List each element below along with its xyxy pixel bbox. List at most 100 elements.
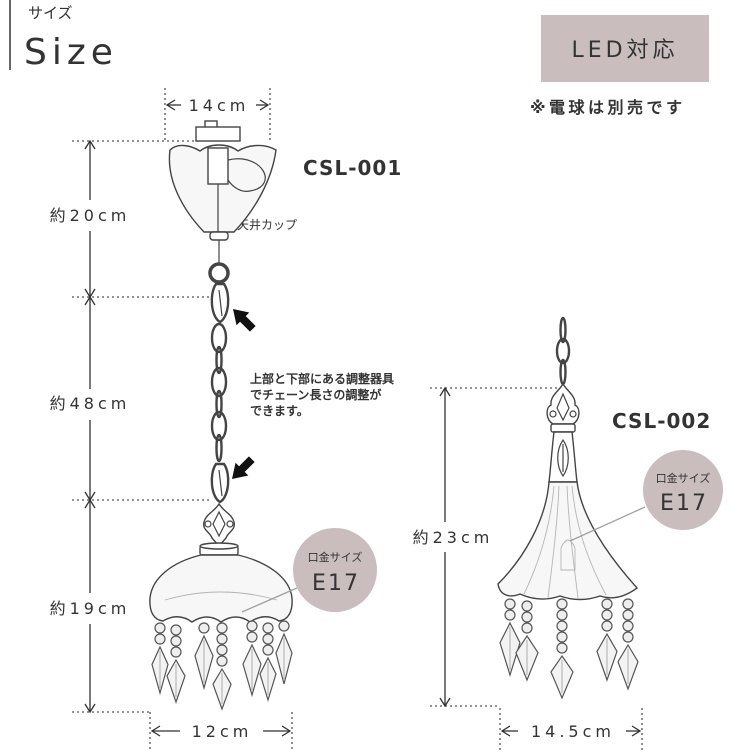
bell-shade (497, 481, 639, 601)
crystal-string (499, 598, 521, 678)
crystal-bead (278, 620, 290, 632)
csl001-top-width-label: 14cm (189, 96, 250, 115)
chain-adjuster-gate (218, 289, 223, 317)
socket-leader-line (241, 587, 298, 613)
filigree-ornament (202, 502, 236, 548)
bracket-plate (195, 126, 241, 142)
crystal-string (212, 622, 232, 711)
filigree-curl (204, 520, 212, 528)
chain-link (215, 433, 223, 463)
crystal-string (166, 624, 186, 704)
crystal-bead (262, 644, 274, 656)
crystal-string (242, 620, 262, 698)
crystal-bead (556, 642, 568, 654)
csl002-model-name: CSL-002 (612, 409, 711, 433)
csl001-lower-height-label: 約19cm (50, 599, 131, 618)
shade-pleat (523, 485, 555, 595)
crystal-bead (556, 620, 568, 632)
crystal-string (596, 598, 618, 682)
crystal-string (259, 622, 277, 703)
chain-link (210, 410, 228, 442)
csl001-bottom-width-label: 12cm (192, 722, 253, 741)
crystal-bead (601, 598, 613, 610)
socket-badge-circle (293, 528, 377, 612)
scalloped-shade (149, 554, 293, 623)
crystal-bead (556, 598, 568, 610)
csl001-lamp (149, 120, 293, 711)
crystal-bead (216, 644, 228, 656)
socket-badge-label: 口金サイズ (656, 471, 711, 485)
crystal-bead (521, 600, 533, 612)
candle-bulb-outline (560, 539, 576, 571)
crystal-bead (556, 631, 568, 643)
csl002-chain (555, 316, 571, 386)
csl002-height-dimension: 約23cm (413, 386, 560, 708)
crystal-string (515, 600, 539, 682)
crystal-string (194, 622, 214, 691)
crystal-bead (556, 609, 568, 621)
crystal-bead (154, 633, 166, 645)
crystal-bead (154, 622, 166, 634)
crystal-bead (170, 646, 182, 658)
ceiling-cup-label: 天井カップ (237, 218, 297, 232)
chain-adjuster-gate (218, 469, 223, 497)
crystal-string (550, 598, 574, 700)
arrowhead-right (259, 99, 270, 111)
arrowhead-right (631, 725, 642, 737)
arrowhead-down (84, 703, 96, 714)
crystal-bead (601, 620, 613, 632)
ceiling-cup-connector (207, 147, 229, 185)
socket-leader-line (569, 506, 646, 542)
crown-curl (549, 410, 557, 418)
chain-adjust-note: 上部と下部にある調整器具 でチェーン長さの調整が できます。 (250, 371, 394, 418)
adjuster-pointers (232, 309, 256, 479)
crystal-bead (622, 598, 634, 610)
chain-link (215, 389, 223, 419)
crystal-bead (504, 609, 516, 621)
ceiling-cup-knob (209, 231, 229, 241)
csl001-crystals (151, 620, 293, 711)
led-badge-text: LED対応 (571, 38, 678, 63)
crystal-bead (246, 631, 258, 643)
header: サイズ Size (9, 0, 118, 73)
chain-adjust-note-line: 上部と下部にある調整器具 (250, 371, 394, 386)
crystal-bead (170, 635, 182, 647)
csl002-crown-ornament (546, 382, 580, 425)
csl002-lamp (497, 316, 639, 700)
socket-badge-value: E17 (312, 571, 360, 596)
crystal-bead (246, 620, 258, 632)
arrow-pointer-icon (233, 309, 256, 332)
csl001-middle-height-label: 約48cm (50, 394, 131, 413)
socket-badge-label: 口金サイズ (308, 550, 363, 564)
csl001-height-dimensions: 約20cm 約48cm 約19cm (50, 139, 210, 714)
crystal-bead (521, 622, 533, 634)
crystal-bead (622, 631, 634, 643)
crystal-bead (521, 611, 533, 623)
crystal-bead (262, 622, 274, 634)
chain-link (210, 366, 228, 398)
neck-leaf-decoration (557, 438, 569, 478)
csl002-socket-badge: 口金サイズ E17 (643, 450, 723, 530)
csl001-socket-badge: 口金サイズ E17 (293, 528, 377, 612)
crystal-bead (198, 622, 210, 634)
filigree-outline (202, 502, 236, 548)
csl001-upper-height-label: 約20cm (50, 206, 131, 225)
shade-pleat (571, 485, 607, 596)
crystal-bead (504, 598, 516, 610)
crystal-string (275, 620, 293, 685)
chain-link (215, 345, 223, 375)
socket-badge-circle (643, 450, 723, 530)
crystal-string (151, 622, 169, 696)
filigree-inner (212, 510, 226, 538)
arrowhead-down (439, 697, 451, 708)
crown-curl (569, 410, 577, 418)
crystal-bead (622, 620, 634, 632)
chain-ring (208, 262, 230, 284)
page-title: Size (24, 32, 118, 73)
csl002-height-label: 約23cm (413, 528, 494, 547)
crystal-bead (216, 622, 228, 634)
ceiling-cup (168, 144, 277, 233)
crystal-bead (601, 609, 613, 621)
crystal-bead (216, 655, 228, 667)
